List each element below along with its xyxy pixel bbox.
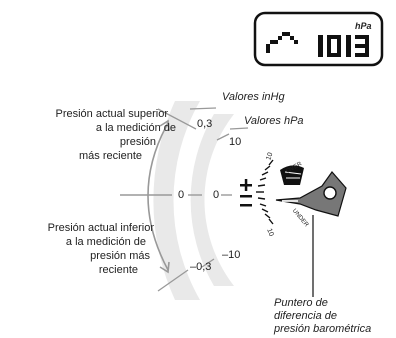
plus-minus-icon (240, 179, 252, 207)
hpa-bottom-value: –10 (222, 249, 241, 261)
label-above-line-1: Presión actual superior (55, 108, 168, 120)
label-below-line-4: reciente (98, 264, 138, 276)
pointer-label-line-1: Puntero de (274, 297, 328, 309)
label-below-line-1: Presión actual inferior (47, 222, 154, 234)
inhg-top-value: 0,3 (197, 118, 213, 130)
dial-ticks (256, 159, 274, 225)
over-sector-stripes (284, 171, 302, 179)
label-pressure-above: Presión actual superior (26, 108, 168, 121)
lcd-unit-label: hPa (355, 21, 372, 31)
leader-lines (157, 107, 249, 292)
pointer-label-line-2: diferencia de (274, 310, 337, 322)
inhg-bottom-value: –0,3 (190, 261, 212, 273)
scale-bands (153, 101, 234, 300)
lcd-digits (318, 35, 369, 57)
hpa-top-value: 10 (229, 136, 242, 148)
label-below-line-3: presión más (90, 250, 150, 262)
values-inhg-label: Valores inHg (222, 91, 285, 103)
label-above-line-3: presión (119, 136, 156, 148)
values-hpa-label: Valores hPa (244, 115, 304, 127)
pressure-pointer (275, 171, 347, 217)
label-below-line-2: a la medición de (65, 236, 146, 248)
pointer-label-line-3: presión barométrica (274, 323, 372, 335)
inhg-zero-value: 0 (178, 189, 185, 201)
pressure-trend-graph-icon (266, 32, 298, 53)
over-sector (280, 165, 304, 185)
range-arrow (147, 119, 170, 274)
hpa-zero-value: 0 (213, 189, 220, 201)
label-above-line-4: más reciente (79, 150, 142, 162)
label-above-line-2: a la medición de (95, 122, 176, 134)
